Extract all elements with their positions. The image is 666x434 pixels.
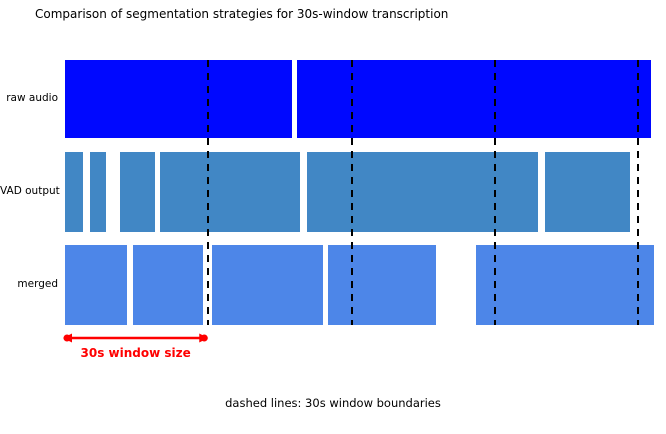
window-boundary-line — [493, 60, 496, 325]
figure-title: Comparison of segmentation strategies fo… — [35, 7, 449, 21]
row-label: VAD output — [0, 185, 60, 197]
segment-bar — [119, 152, 155, 232]
segment-bar — [328, 245, 436, 325]
window-boundary-line — [350, 60, 353, 325]
segment-bar — [297, 60, 651, 138]
segment-bar — [307, 152, 538, 232]
segment-bar — [160, 152, 300, 232]
row-label: merged — [17, 278, 58, 290]
window-boundary-line — [637, 60, 639, 325]
figure-caption: dashed lines: 30s window boundaries — [225, 396, 441, 410]
segment-bar — [89, 152, 107, 232]
segment-bar — [65, 245, 128, 325]
row-label: raw audio — [6, 92, 58, 104]
segment-bar — [132, 245, 203, 325]
segment-bar — [65, 60, 292, 138]
window-boundary-line — [207, 60, 210, 325]
window-size-arrow-label: 30s window size — [80, 346, 191, 360]
segment-bar — [65, 152, 84, 232]
segment-bar — [544, 152, 630, 232]
segment-bar — [212, 245, 323, 325]
segment-bar — [476, 245, 654, 325]
